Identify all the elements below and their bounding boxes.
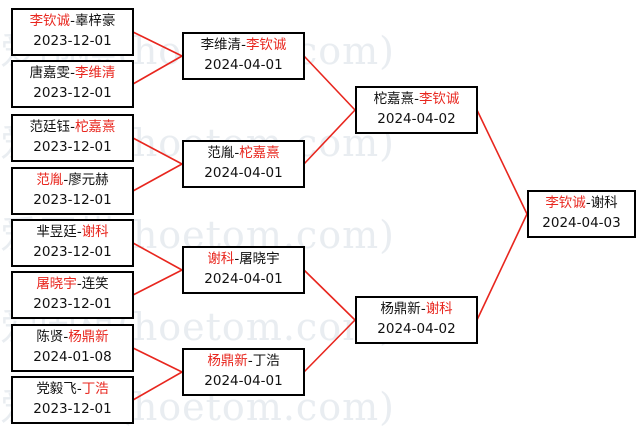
match-box-round1: 范胤-廖元赫 2023-12-01: [11, 167, 134, 215]
player-left: 范廷钰: [29, 119, 71, 135]
connector: [303, 109, 356, 165]
connector: [303, 319, 356, 373]
player-right: 谢科: [425, 301, 453, 317]
match-players: 谢科-屠晓宇: [207, 251, 280, 267]
connector: [132, 163, 183, 192]
player-left: 谢科: [207, 251, 235, 267]
match-players: 范廷钰-柁嘉熹: [29, 119, 116, 135]
match-players: 屠晓宇-连笑: [36, 276, 109, 292]
connector: [303, 55, 356, 111]
player-left: 李钦诚: [29, 13, 71, 29]
player-right: 李钦诚: [418, 91, 460, 107]
match-players: 李维清-李钦诚: [200, 37, 287, 53]
match-box-round1: 范廷钰-柁嘉熹 2023-12-01: [11, 114, 134, 162]
connector: [132, 347, 183, 373]
player-left: 范胤: [36, 172, 64, 188]
player-left: 屠晓宇: [36, 276, 77, 292]
player-right: 廖元赫: [68, 172, 109, 188]
connector: [303, 269, 356, 321]
player-right: 李维清: [74, 65, 116, 81]
player-left: 杨鼎新: [380, 301, 421, 317]
connector: [132, 371, 183, 401]
connector: [132, 242, 183, 271]
match-box-round1: 党毅飞-丁浩 2023-12-01: [11, 376, 134, 424]
match-date: 2023-12-01: [33, 244, 112, 260]
match-date: 2023-12-01: [33, 33, 112, 49]
connector: [132, 137, 183, 165]
match-box-round1: 屠晓宇-连笑 2023-12-01: [11, 271, 134, 319]
match-players: 柁嘉熹-李钦诚: [373, 91, 460, 107]
player-right: 柁嘉熹: [74, 119, 116, 135]
match-box-round2: 李维清-李钦诚 2024-04-01: [182, 32, 305, 80]
player-left: 党毅飞: [36, 381, 77, 397]
player-right: 杨鼎新: [68, 329, 109, 345]
connector: [476, 213, 528, 321]
match-players: 范胤-廖元赫: [36, 172, 109, 188]
match-players: 杨鼎新-丁浩: [207, 353, 280, 369]
player-left: 陈贤: [36, 329, 64, 345]
match-box-round1: 芈昱廷-谢科 2023-12-01: [11, 219, 134, 267]
player-left: 李维清: [200, 37, 242, 53]
match-box-round2: 谢科-屠晓宇 2024-04-01: [182, 246, 305, 294]
match-box-semifinal: 杨鼎新-谢科 2024-04-02: [355, 296, 478, 344]
match-date: 2023-12-01: [33, 85, 112, 101]
match-date: 2024-04-01: [204, 57, 283, 73]
player-left: 芈昱廷: [36, 224, 77, 240]
player-left: 范胤: [207, 145, 235, 161]
match-players: 党毅飞-丁浩: [36, 381, 109, 397]
connector: [132, 55, 183, 85]
match-box-semifinal: 柁嘉熹-李钦诚 2024-04-02: [355, 86, 478, 134]
match-box-final: 李钦诚-谢科 2024-04-03: [527, 190, 636, 238]
match-box-round1: 李钦诚-辜梓豪 2023-12-01: [11, 8, 134, 56]
player-right: 谢科: [590, 195, 618, 211]
player-left: 柁嘉熹: [373, 91, 415, 107]
match-players: 芈昱廷-谢科: [36, 224, 109, 240]
match-players: 杨鼎新-谢科: [380, 301, 453, 317]
match-date: 2023-12-01: [33, 139, 112, 155]
match-box-round1: 唐嘉雯-李维清 2023-12-01: [11, 60, 134, 108]
match-date: 2024-04-01: [204, 373, 283, 389]
match-date: 2023-12-01: [33, 296, 112, 312]
player-left: 唐嘉雯: [29, 65, 71, 81]
match-date: 2024-04-03: [542, 215, 621, 231]
player-right: 李钦诚: [245, 37, 287, 53]
player-left: 杨鼎新: [207, 353, 248, 369]
match-players: 唐嘉雯-李维清: [29, 65, 116, 81]
match-date: 2024-04-01: [204, 165, 283, 181]
player-right: 丁浩: [81, 381, 109, 397]
player-left: 李钦诚: [545, 195, 586, 211]
match-box-round1: 陈贤-杨鼎新 2024-01-08: [11, 324, 134, 372]
player-right: 屠晓宇: [239, 251, 280, 267]
player-right: 柁嘉熹: [239, 145, 280, 161]
player-right: 辜梓豪: [74, 13, 116, 29]
match-players: 李钦诚-辜梓豪: [29, 13, 116, 29]
match-box-round2: 范胤-柁嘉熹 2024-04-01: [182, 140, 305, 188]
match-date: 2023-12-01: [33, 192, 112, 208]
match-date: 2024-04-01: [204, 271, 283, 287]
player-right: 连笑: [81, 276, 109, 292]
match-box-round2: 杨鼎新-丁浩 2024-04-01: [182, 348, 305, 396]
connector: [476, 109, 528, 215]
match-date: 2024-04-02: [377, 111, 456, 127]
match-date: 2023-12-01: [33, 401, 112, 417]
player-right: 丁浩: [252, 353, 280, 369]
player-right: 谢科: [81, 224, 109, 240]
match-players: 李钦诚-谢科: [545, 195, 618, 211]
match-players: 陈贤-杨鼎新: [36, 329, 109, 345]
connector: [132, 269, 183, 296]
connector: [132, 31, 183, 57]
match-players: 范胤-柁嘉熹: [207, 145, 280, 161]
match-date: 2024-01-08: [33, 349, 112, 365]
match-date: 2024-04-02: [377, 321, 456, 337]
